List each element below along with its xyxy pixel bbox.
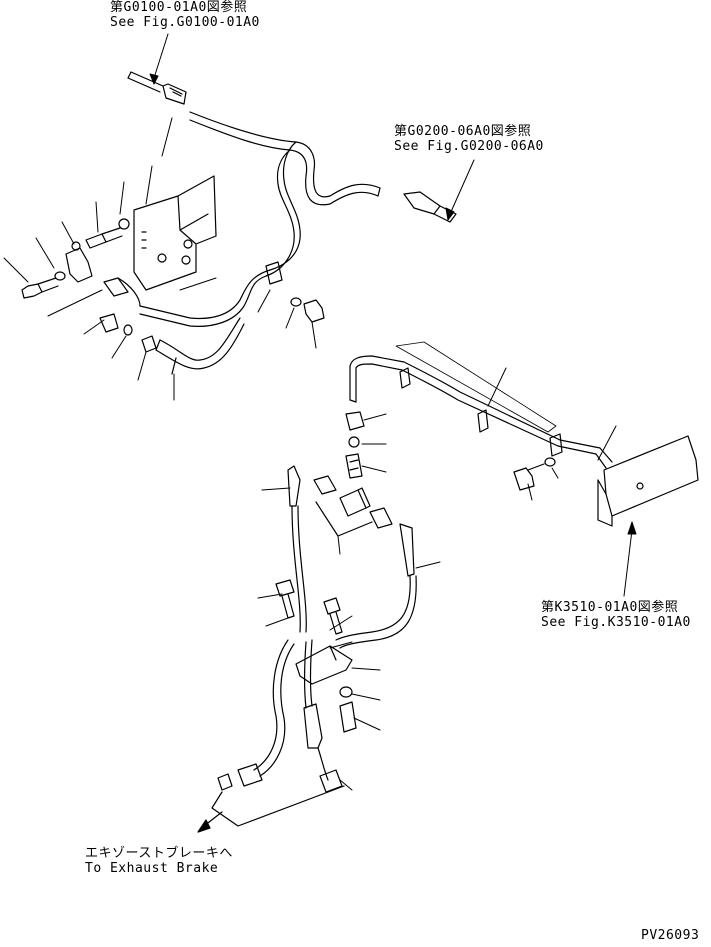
right-pipe-assembly — [349, 341, 699, 527]
reference-g0200-ja: 第G0200-06A0図参照 — [394, 124, 532, 139]
reference-k3510-en: See Fig.K3510-01A0 — [541, 615, 691, 630]
reference-k3510: 第K3510-01A0図参照 See Fig.K3510-01A0 — [541, 600, 691, 630]
upper-small-parts — [21, 218, 325, 353]
leader-lines — [3, 33, 637, 791]
exhaust-brake-note: エキゾーストブレーキへ To Exhaust Brake — [85, 846, 233, 876]
exhaust-brake-note-ja: エキゾーストブレーキへ — [85, 846, 233, 861]
middle-fittings — [313, 411, 393, 537]
reference-g0100-ja: 第G0100-01A0図参照 — [110, 0, 248, 15]
reference-k3510-ja: 第K3510-01A0図参照 — [541, 600, 679, 615]
lower-hoses — [197, 465, 417, 833]
reference-g0200: 第G0200-06A0図参照 See Fig.G0200-06A0 — [394, 124, 544, 154]
reference-g0100: 第G0100-01A0図参照 See Fig.G0100-01A0 — [110, 0, 260, 30]
exhaust-brake-note-en: To Exhaust Brake — [85, 861, 219, 876]
reference-g0100-en: See Fig.G0100-01A0 — [110, 15, 260, 30]
bracket-plate — [133, 175, 217, 291]
drawing-code: PV26093 — [641, 928, 700, 943]
reference-g0200-en: See Fig.G0200-06A0 — [394, 139, 544, 154]
upper-pipe-assembly — [103, 71, 457, 375]
